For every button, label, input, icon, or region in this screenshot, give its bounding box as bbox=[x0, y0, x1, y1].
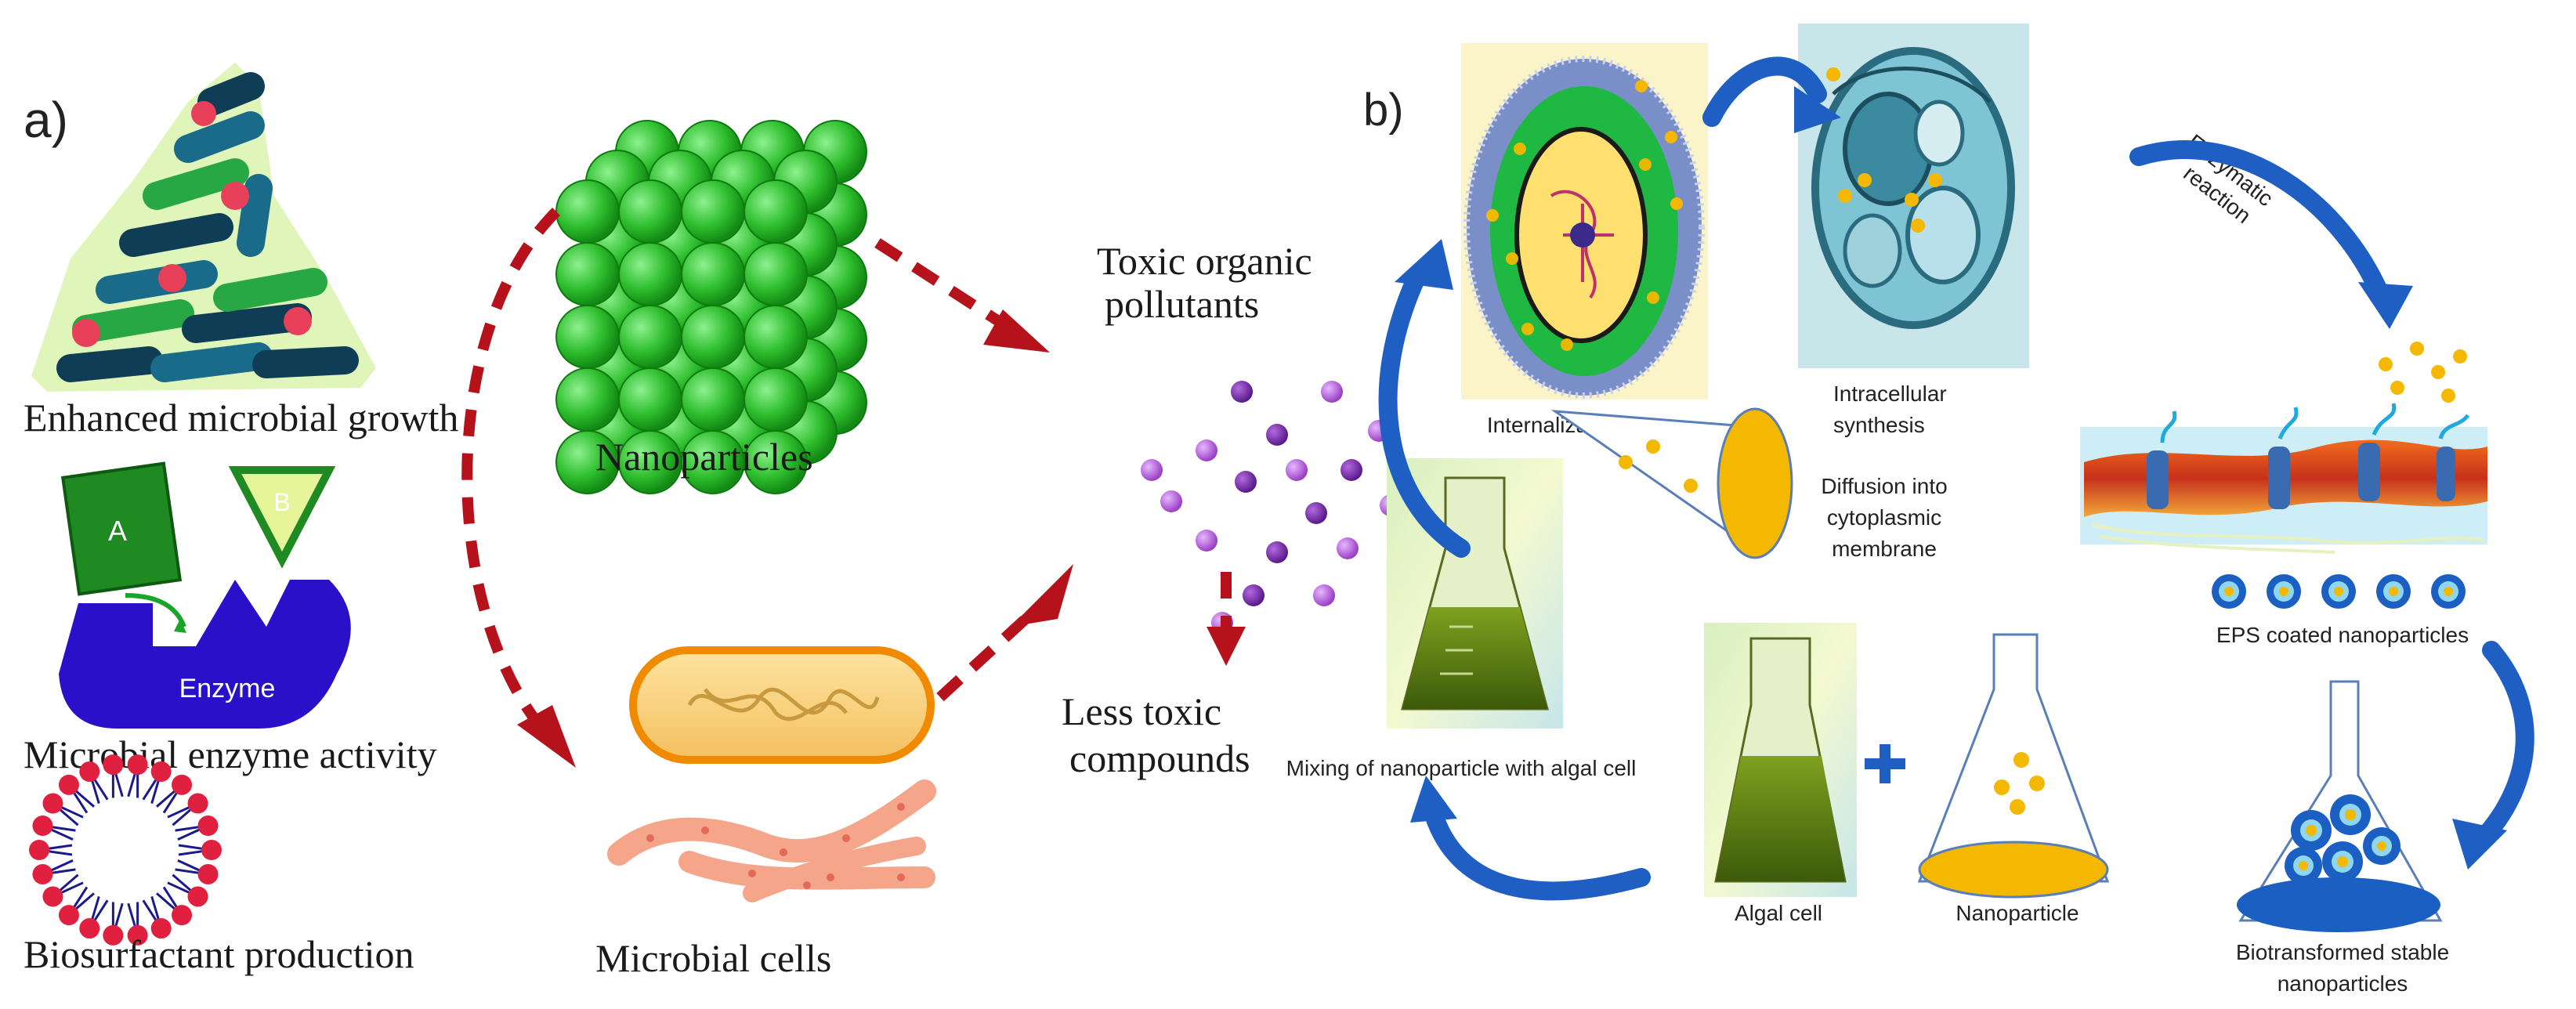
less-toxic-line2: compounds bbox=[1069, 736, 1250, 780]
less-toxic-line1: Less toxic bbox=[1062, 689, 1221, 733]
arrow-internalization-to-synthesis bbox=[1702, 56, 1827, 127]
nanoparticle-label: Nanoparticle bbox=[1956, 901, 2079, 925]
plus-icon bbox=[1865, 744, 1905, 783]
panel-b-label: b) bbox=[1363, 85, 1404, 136]
panel-a-label: a) bbox=[24, 92, 68, 148]
eps-coated-label: EPS coated nanoparticles bbox=[2216, 623, 2469, 647]
toxic-pollutants-line1: Toxic organic bbox=[1097, 239, 1312, 283]
biosurfactant-label: Biosurfactant production bbox=[24, 932, 414, 976]
intracellular-line1: Intracellular bbox=[1833, 382, 1947, 406]
enzyme-icon: A B Enzyme bbox=[59, 461, 351, 729]
filamentous-cells-icon bbox=[607, 779, 936, 902]
blue-arrowheads bbox=[1395, 86, 2507, 870]
microbial-cells-label: Microbial cells bbox=[595, 936, 831, 980]
bacterium-capsule-icon bbox=[629, 646, 935, 764]
algal-cell-flask-icon bbox=[1704, 623, 1857, 897]
gold-nanoparticles-icon bbox=[2379, 342, 2467, 403]
red-arrowheads bbox=[517, 309, 1246, 768]
nanoparticle-tube-icon bbox=[1521, 407, 1793, 559]
biotransformed-line1: Biotransformed stable bbox=[2236, 940, 2449, 964]
arrow-eps-to-biotransformed bbox=[2466, 641, 2534, 855]
cytoplasmic-membrane-icon bbox=[2080, 403, 2487, 554]
substrate-a-label: A bbox=[108, 515, 127, 547]
diffusion-line1: Diffusion into bbox=[1821, 474, 1947, 498]
micelle-icon bbox=[29, 754, 222, 946]
intracellular-line2: synthesis bbox=[1833, 413, 1925, 437]
nanoparticle-cube-icon bbox=[555, 120, 867, 494]
bacteria-cluster-icon bbox=[31, 63, 376, 392]
arrow-to-pollutants-top bbox=[874, 238, 1014, 334]
plant-cell-icon bbox=[1461, 43, 1708, 400]
enhanced-growth-label: Enhanced microbial growth bbox=[24, 396, 458, 439]
enzyme-label: Enzyme bbox=[179, 674, 276, 703]
diffusion-line3: membrane bbox=[1832, 537, 1937, 561]
mixing-label: Mixing of nanoparticle with algal cell bbox=[1286, 756, 1637, 780]
arrow-to-microbial-cells bbox=[461, 208, 560, 740]
arrow-algal-to-mixing bbox=[1424, 805, 1651, 901]
toxic-pollutants-line2: pollutants bbox=[1105, 282, 1259, 326]
biotransformed-flask-icon bbox=[2237, 680, 2443, 932]
nanoparticles-label: Nanoparticles bbox=[595, 435, 813, 479]
substrate-b-label: B bbox=[273, 488, 290, 516]
nanoparticle-flask-icon bbox=[1917, 633, 2110, 899]
arrow-synthesis-to-membrane bbox=[2129, 140, 2391, 307]
arrow-mixing-to-internalization bbox=[1378, 265, 1471, 558]
biotransformed-line2: nanoparticles bbox=[2278, 971, 2408, 996]
intracellular-tem-icon bbox=[1798, 24, 2029, 368]
algal-cell-label: Algal cell bbox=[1735, 901, 1822, 925]
blue-cycle-arrows bbox=[1378, 56, 2534, 901]
pollutant-molecules-icon bbox=[1141, 381, 1402, 634]
diffusion-line2: cytoplasmic bbox=[1827, 505, 1941, 530]
eps-coated-nanoparticles-icon bbox=[2212, 574, 2466, 609]
